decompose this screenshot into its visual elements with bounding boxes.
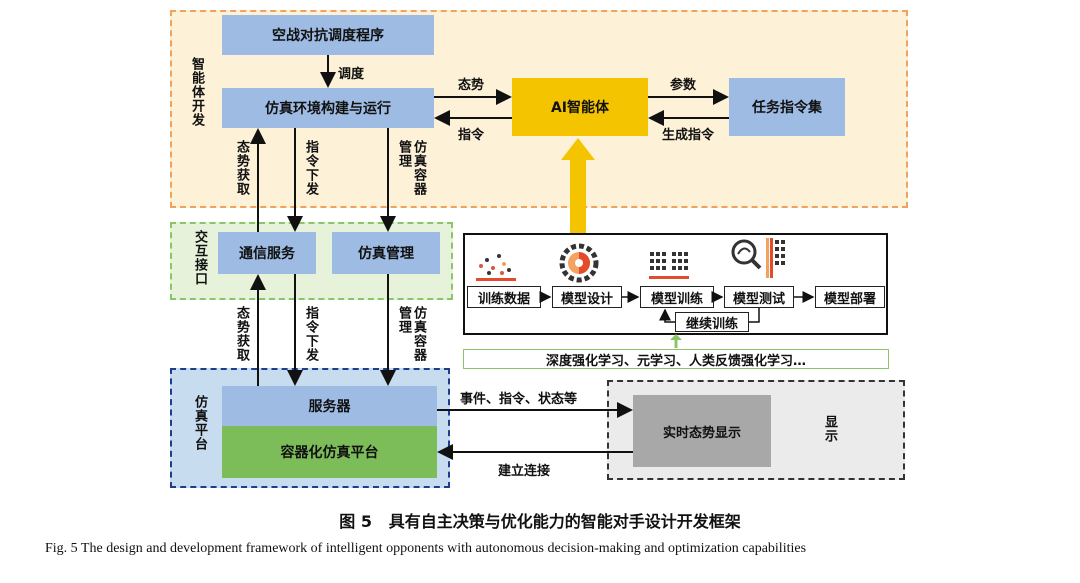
command-issue-label-upper: 指令下发: [303, 140, 318, 196]
step-model-train: 模型训练: [640, 286, 714, 308]
container-platform-box: 容器化仿真平台: [222, 426, 437, 478]
situation-acquire-label-upper: 态势获取: [234, 140, 249, 196]
command-issue-label-lower: 指令下发: [303, 306, 318, 362]
params-label: 参数: [670, 78, 697, 93]
agent-dev-label: 智能体开发: [189, 57, 204, 127]
methods-bar: 深度强化学习、元学习、人类反馈强化学习…: [463, 349, 889, 369]
figure-title: 具有自主决策与优化能力的智能对手设计开发框架: [388, 512, 741, 531]
situation-acquire-label-lower: 态势获取: [234, 306, 249, 362]
display-label: 显示: [822, 415, 837, 443]
magnifier-test-icon: [731, 238, 785, 278]
matrix-train-icon: [649, 252, 689, 279]
step-model-deploy: 模型部署: [815, 286, 885, 308]
task-set-box: 任务指令集: [729, 78, 845, 136]
server-box: 服务器: [222, 386, 437, 426]
figure-caption-cn: 图 5 具有自主决策与优化能力的智能对手设计开发框架: [0, 508, 1080, 532]
schedule-label: 调度: [338, 67, 365, 82]
connect-label: 建立连接: [498, 464, 551, 479]
realtime-display-box: 实时态势显示: [633, 395, 771, 467]
situation-label: 态势: [458, 78, 485, 93]
container-mgmt-label-upper: 仿真容器管理: [396, 140, 426, 196]
scatter-data-icon: [476, 254, 516, 281]
gear-design-icon: [559, 243, 599, 283]
comm-service-box: 通信服务: [218, 232, 316, 274]
air-combat-scheduler-box: 空战对抗调度程序: [222, 15, 434, 55]
step-model-test: 模型测试: [724, 286, 794, 308]
events-label: 事件、指令、状态等: [460, 392, 578, 407]
ai-agent-box: AI智能体: [512, 78, 648, 136]
interaction-label: 交互接口: [192, 230, 207, 286]
gen-command-label: 生成指令: [662, 128, 715, 143]
sim-platform-label: 仿真平台: [192, 395, 207, 451]
sim-env-box: 仿真环境构建与运行: [222, 88, 434, 128]
step-model-design: 模型设计: [552, 286, 622, 308]
figure-number: 图 5: [339, 512, 372, 531]
command-label: 指令: [458, 128, 485, 143]
container-mgmt-label-lower: 仿真容器管理: [396, 306, 426, 362]
sim-mgmt-box: 仿真管理: [332, 232, 440, 274]
figure-caption-en: Fig. 5 The design and development framew…: [45, 541, 807, 556]
step-continue-train: 继续训练: [675, 312, 749, 332]
